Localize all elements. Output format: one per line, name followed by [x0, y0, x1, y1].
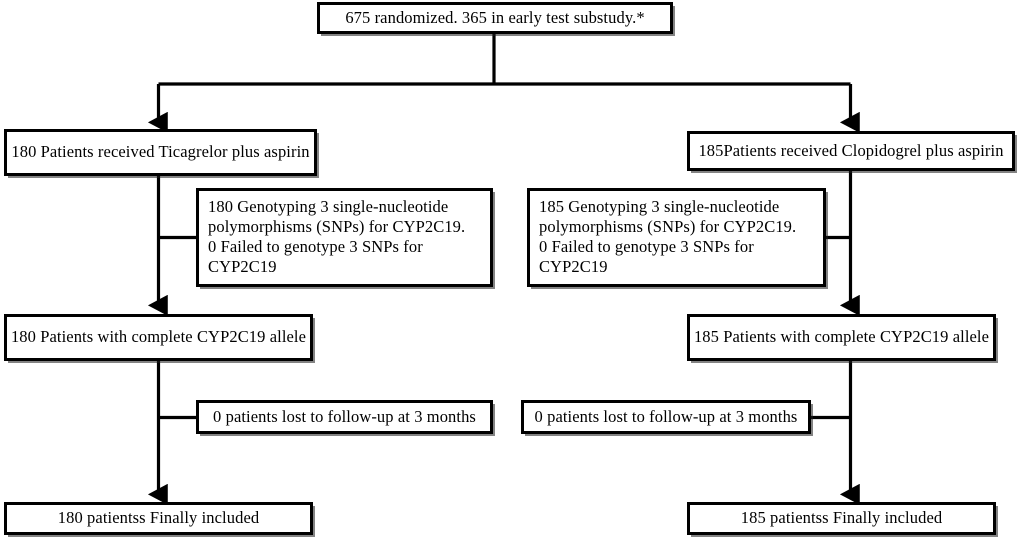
node-right-allocation: 185Patients received Clopidogrel plus as…: [687, 131, 1015, 171]
node-left-allocation-label: 180 Patients received Ticagrelor plus as…: [11, 142, 310, 162]
connector-left-allocation-to-allele: [147, 176, 198, 316]
node-right-included-label: 185 patientss Finally included: [740, 508, 943, 528]
node-right-followup: 0 patients lost to follow-up at 3 months: [521, 400, 811, 434]
node-left-included-label: 180 patientss Finally included: [57, 508, 260, 528]
node-left-allele-label: 180 Patients with complete CYP2C19 allel…: [10, 327, 307, 347]
node-left-included: 180 patientss Finally included: [4, 502, 313, 535]
node-right-allocation-label: 185Patients received Clopidogrel plus as…: [698, 140, 1004, 160]
node-left-allocation: 180 Patients received Ticagrelor plus as…: [4, 129, 317, 176]
connector-left-allele-to-included: [147, 361, 198, 505]
node-right-allele: 185 Patients with complete CYP2C19 allel…: [687, 314, 996, 361]
node-right-allele-label: 185 Patients with complete CYP2C19 allel…: [693, 327, 990, 347]
node-left-allele: 180 Patients with complete CYP2C19 allel…: [4, 314, 313, 361]
connector-right-allele-to-included: [811, 361, 860, 505]
node-left-followup-label: 0 patients lost to follow-up at 3 months: [213, 406, 476, 426]
node-right-genotyping: 185 Genotyping 3 single-nucleotide polym…: [527, 188, 826, 287]
node-left-genotyping: 180 Genotyping 3 single-nucleotide polym…: [196, 188, 493, 287]
node-right-followup-label: 0 patients lost to follow-up at 3 months: [534, 406, 798, 426]
node-enrollment: 675 randomized. 365 in early test substu…: [317, 2, 673, 34]
node-enrollment-label: 675 randomized. 365 in early test substu…: [345, 7, 645, 27]
node-left-genotyping-label: 180 Genotyping 3 single-nucleotide polym…: [208, 197, 466, 277]
node-right-included: 185 patientss Finally included: [687, 502, 996, 535]
node-right-genotyping-label: 185 Genotyping 3 single-nucleotide polym…: [539, 197, 797, 277]
node-left-followup: 0 patients lost to follow-up at 3 months: [196, 400, 493, 434]
connector-right-allocation-to-allele: [826, 171, 860, 316]
connector-enrollment-split: [147, 33, 860, 133]
